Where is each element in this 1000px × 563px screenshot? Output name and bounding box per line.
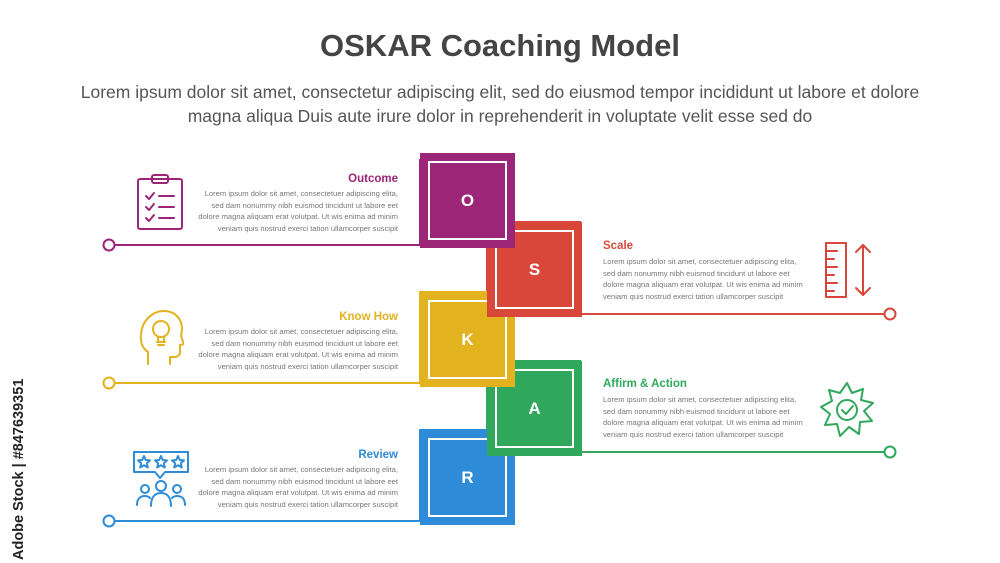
step-text-know-how: Lorem ipsum dolor sit amet, consectetuer…: [198, 327, 398, 371]
endpoint-dot-a: [883, 445, 897, 459]
step-title-scale: Scale: [603, 240, 634, 252]
endpoint-dot-k: [102, 376, 116, 390]
page-title: OSKAR Coaching Model: [320, 28, 680, 63]
badge-check-icon: [820, 382, 874, 437]
step-title-review: Review: [358, 449, 398, 461]
letter-a: A: [528, 399, 541, 418]
endpoint-dot-o: [102, 238, 116, 252]
ruler-scale-icon: [825, 242, 871, 298]
step-title-affirm-action: Affirm & Action: [603, 378, 687, 390]
letter-r: R: [461, 468, 474, 487]
rating-team-icon: [133, 451, 189, 507]
stock-watermark: Adobe Stock | #847639351: [2, 322, 36, 562]
page-subtitle: Lorem ipsum dolor sit amet, consectetur …: [80, 82, 920, 126]
step-title-know-how: Know How: [339, 311, 398, 323]
step-title-outcome: Outcome: [348, 173, 398, 185]
step-text-affirm-action: Lorem ipsum dolor sit amet, consectetuer…: [603, 395, 803, 439]
clipboard-checklist-icon: [137, 174, 183, 230]
letter-box-o: O: [420, 153, 515, 248]
letter-k: K: [461, 330, 474, 349]
letter-o: O: [460, 191, 475, 210]
letter-s: S: [528, 260, 541, 279]
head-lightbulb-icon: [139, 310, 184, 365]
watermark-text: Adobe Stock | #847639351: [11, 378, 27, 560]
endpoint-dot-s: [883, 307, 897, 321]
step-text-review: Lorem ipsum dolor sit amet, consectetuer…: [198, 465, 398, 509]
endpoint-dot-r: [102, 514, 116, 528]
step-text-outcome: Lorem ipsum dolor sit amet, consectetuer…: [198, 189, 398, 233]
step-text-scale: Lorem ipsum dolor sit amet, consectetuer…: [603, 257, 803, 301]
